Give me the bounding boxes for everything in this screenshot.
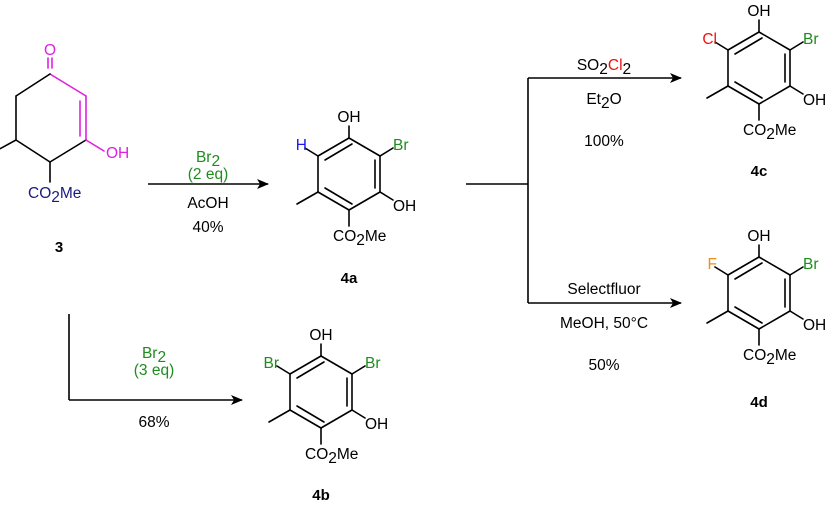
reagent-to-4d: Selectfluor <box>567 281 640 298</box>
yield-to-4c: 100% <box>584 133 624 150</box>
compound-4a-br: Br <box>393 137 409 154</box>
compound-4b-ring <box>268 343 366 445</box>
compound-4b-oh-bottom: OH <box>365 416 388 433</box>
reagent-to-4a: Br2 <box>196 149 220 170</box>
conditions-to-4d: MeOH, 50°C <box>560 315 648 332</box>
compound-4c-br: Br <box>803 31 819 48</box>
equiv-to-4b: (3 eq) <box>134 362 175 379</box>
compound-4d-oh-bottom: OH <box>803 317 826 334</box>
compound-4c-cl: Cl <box>702 31 717 48</box>
compound-4b-label: 4b <box>312 487 330 504</box>
compound-4c-ring <box>706 19 804 121</box>
compound-4c-oh-top: OH <box>747 3 770 20</box>
compound-4d-oh-top: OH <box>747 228 770 245</box>
reaction-arrow-to-4c: SO2Cl2 Et2O 100% <box>528 57 682 150</box>
compound-4c-oh-bottom: OH <box>803 92 826 109</box>
compound-4c-ester: CO2Me <box>743 122 796 143</box>
reaction-arrow-to-4d: Selectfluor MeOH, 50°C 50% <box>528 281 682 374</box>
compound-4a-ester: CO2Me <box>333 228 386 249</box>
compound-4a-label: 4a <box>341 270 358 287</box>
solvent-to-4a: AcOH <box>187 195 228 212</box>
compound-4b-oh-top: OH <box>309 327 332 344</box>
compound-3-ring <box>0 57 105 183</box>
compound-4d-ester: CO2Me <box>743 347 796 368</box>
reaction-arrow-to-4a: Br2 (2 eq) AcOH 40% <box>148 149 269 236</box>
compound-4a: H OH Br OH CO2Me 4a <box>296 109 416 287</box>
compound-4d-br: Br <box>803 256 819 273</box>
compound-4d-f: F <box>708 256 717 273</box>
yield-to-4b: 68% <box>138 414 169 431</box>
compound-4b-ester: CO2Me <box>305 446 358 467</box>
compound-4d-label: 4d <box>750 394 768 411</box>
compound-4d-ring <box>706 244 804 346</box>
compound-4c: Cl OH Br OH CO2Me 4c <box>702 3 826 180</box>
compound-3-ester: CO2Me <box>28 185 81 206</box>
compound-3-label: 3 <box>55 239 63 256</box>
compound-3-hydroxyl: OH <box>106 145 129 162</box>
yield-to-4d: 50% <box>588 357 619 374</box>
compound-3-ketone-o: O <box>44 42 56 59</box>
compound-4a-oh-top: OH <box>337 109 360 126</box>
compound-4a-oh-bottom: OH <box>393 198 416 215</box>
solvent-to-4c: Et2O <box>586 91 621 112</box>
compound-4a-ring <box>296 125 394 227</box>
compound-4b: Br OH Br OH CO2Me 4b <box>264 327 389 504</box>
compound-4a-h: H <box>296 137 307 154</box>
compound-4d: F OH Br OH CO2Me 4d <box>706 228 826 411</box>
branch-lines <box>466 78 529 303</box>
compound-4b-br-left: Br <box>264 355 280 372</box>
reagent-to-4b: Br2 <box>142 345 166 366</box>
compound-3: O OH CO2Me 3 <box>0 42 129 256</box>
equiv-to-4a: (2 eq) <box>188 166 229 183</box>
yield-to-4a: 40% <box>192 219 223 236</box>
compound-4c-label: 4c <box>751 163 768 180</box>
reaction-arrow-to-4b: Br2 (3 eq) 68% <box>68 314 243 431</box>
reagent-to-4c: SO2Cl2 <box>577 57 631 78</box>
compound-4b-br-right: Br <box>365 355 381 372</box>
